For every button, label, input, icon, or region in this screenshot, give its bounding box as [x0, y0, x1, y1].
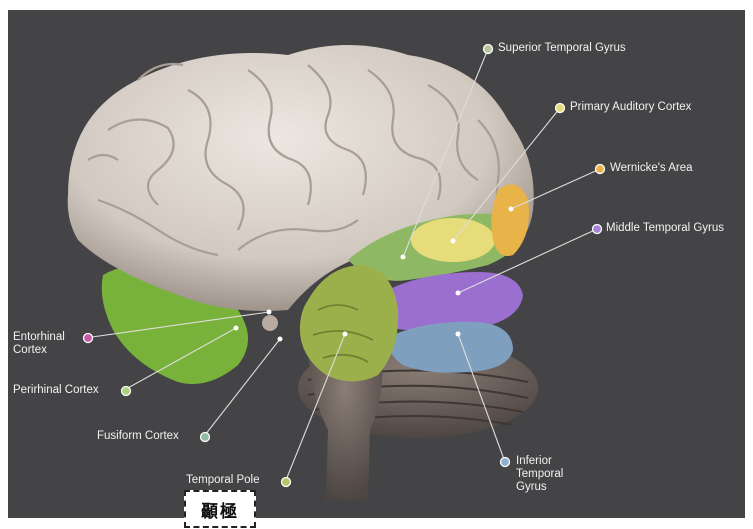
primary-auditory-cortex-marker	[556, 104, 565, 113]
entorhinal-cortex-label: Entorhinal Cortex	[13, 331, 65, 357]
wernickes-area-marker	[596, 165, 605, 174]
brain-diagram: Superior Temporal Gyrus Primary Auditory…	[8, 10, 745, 518]
fusiform-cortex-label: Fusiform Cortex	[97, 430, 179, 443]
temporal-pole-label: Temporal Pole	[186, 474, 260, 487]
brain-cortex	[68, 45, 534, 311]
perirhinal-cortex-marker	[122, 387, 131, 396]
caption-text: 顳極	[201, 497, 239, 522]
perirhinal-cortex-label: Perirhinal Cortex	[13, 384, 99, 397]
entorhinal-cortex-marker	[84, 334, 93, 343]
caption-box: 顳極	[184, 490, 256, 528]
entorhinal-region	[262, 315, 278, 331]
inferior-temporal-gyrus-marker	[501, 458, 510, 467]
middle-temporal-gyrus-label: Middle Temporal Gyrus	[606, 222, 724, 235]
fusiform-cortex-marker	[201, 433, 210, 442]
wernickes-area-region	[491, 184, 529, 256]
superior-temporal-gyrus-label: Superior Temporal Gyrus	[498, 42, 626, 55]
wernickes-area-label: Wernicke's Area	[610, 162, 693, 175]
temporal-pole-marker	[282, 478, 291, 487]
superior-temporal-gyrus-marker	[484, 45, 493, 54]
inferior-temporal-gyrus-label: Inferior Temporal Gyrus	[516, 455, 563, 494]
middle-temporal-gyrus-marker	[593, 225, 602, 234]
primary-auditory-cortex-label: Primary Auditory Cortex	[570, 101, 691, 114]
